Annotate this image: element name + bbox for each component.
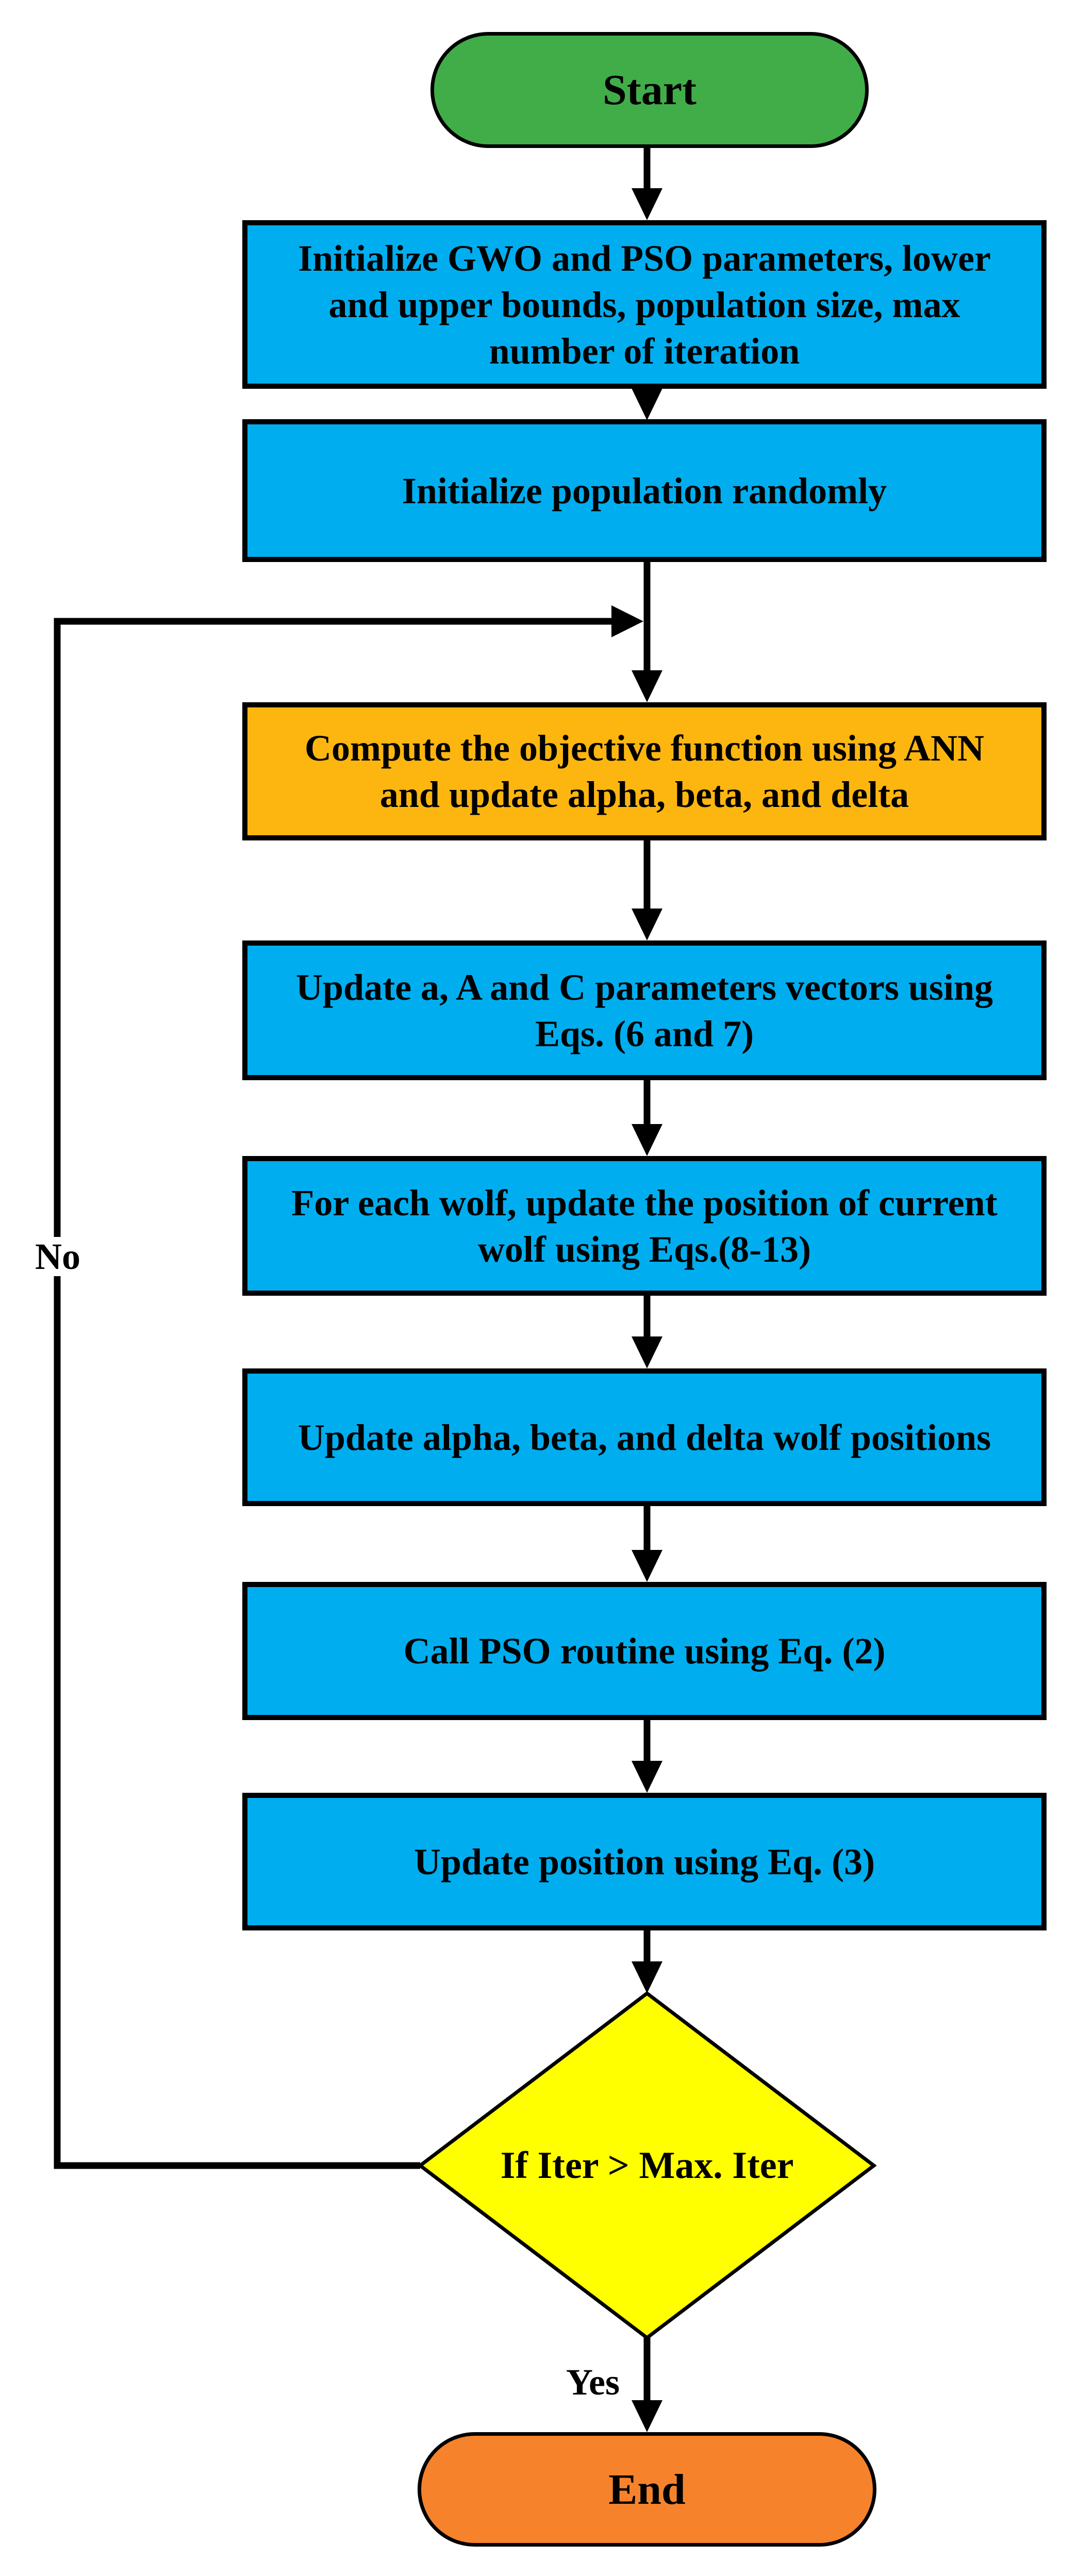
process-init-population-label: Initialize population randomly (402, 470, 887, 511)
process-call-pso-label: Call PSO routine using Eq. (2) (403, 1630, 886, 1672)
start-node-label: Start (603, 66, 696, 114)
arrowhead (632, 1961, 662, 1993)
arrowhead (632, 1336, 662, 1368)
arrowhead (632, 670, 662, 702)
arrowhead (632, 188, 662, 220)
edge-label-no: No (30, 1237, 86, 1276)
process-init-params-label: Initialize GWO and PSO parameters, lower… (298, 237, 991, 372)
process-init-population: Initialize population randomly (242, 419, 1047, 562)
arrowhead (632, 909, 662, 940)
process-update-abd-positions-label: Update alpha, beta, and delta wolf posit… (297, 1416, 991, 1458)
arrowhead (632, 388, 662, 420)
process-init-params: Initialize GWO and PSO parameters, lower… (242, 220, 1047, 389)
arrowhead (632, 1124, 662, 1156)
process-compute-objective-label: Compute the objective function using ANN… (304, 728, 984, 815)
process-update-position-label: Update position using Eq. (3) (413, 1841, 875, 1883)
no-feedback-line (54, 618, 612, 2169)
arrowhead (632, 2400, 662, 2432)
end-node-label: End (608, 2465, 686, 2514)
yes-label-text: Yes (566, 2362, 620, 2403)
decision-text: If Iter > Max. Iter (500, 2144, 794, 2187)
end-node: End (418, 2432, 876, 2547)
process-update-wolf-position-label: For each wolf, update the position of cu… (291, 1182, 998, 1270)
process-compute-objective: Compute the objective function using ANN… (242, 702, 1047, 840)
decision-diamond (417, 1991, 877, 2340)
process-update-wolf-position: For each wolf, update the position of cu… (242, 1156, 1047, 1296)
no-label-text: No (35, 1236, 80, 1277)
start-node: Start (430, 32, 869, 148)
arrowhead-feedback (611, 605, 643, 637)
process-update-abd-positions: Update alpha, beta, and delta wolf posit… (242, 1368, 1047, 1506)
process-update-position: Update position using Eq. (3) (242, 1793, 1047, 1930)
decision-node-label: If Iter > Max. Iter (441, 2109, 853, 2222)
process-call-pso: Call PSO routine using Eq. (2) (242, 1582, 1047, 1720)
process-update-a-A-C: Update a, A and C parameters vectors usi… (242, 940, 1047, 1080)
edge-label-yes: Yes (561, 2363, 625, 2402)
process-update-a-A-C-label: Update a, A and C parameters vectors usi… (296, 966, 993, 1054)
arrowhead (632, 1550, 662, 1582)
arrowhead (632, 1761, 662, 1793)
